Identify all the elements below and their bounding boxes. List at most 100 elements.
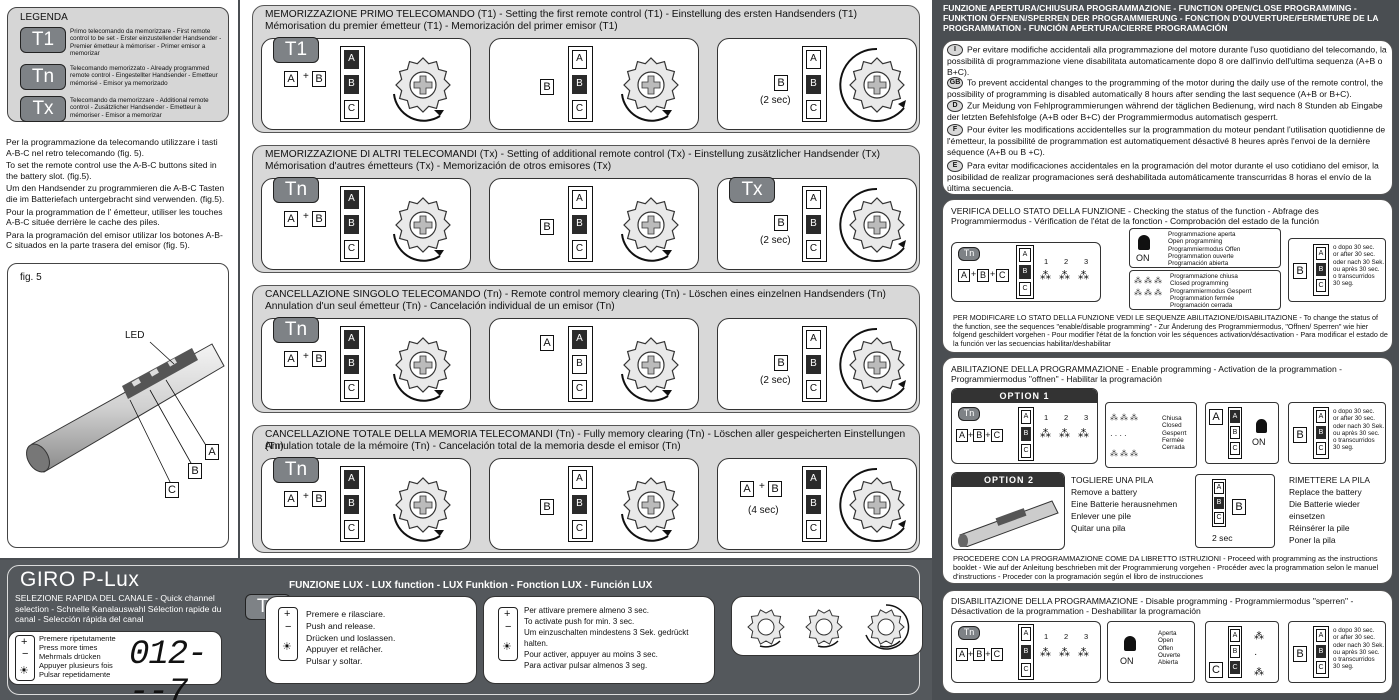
d-a: A — [956, 648, 969, 661]
lang-code-badge: E — [947, 160, 963, 172]
seq-key-b: B — [540, 499, 554, 515]
s2b3-key-c[interactable]: C — [806, 380, 821, 399]
s3b2-key-c[interactable]: C — [572, 520, 587, 539]
blink-2: 2 — [1064, 257, 1069, 266]
plus-sign: + — [759, 481, 765, 492]
seq-key-a: A — [284, 211, 298, 227]
s0b1-key-c[interactable]: C — [344, 100, 359, 119]
s1b2-key-c[interactable]: C — [572, 240, 587, 259]
enable-after-box: B A B C o dopo 30 sec. or after 30 sec. … — [1288, 402, 1386, 464]
verify-closed-box: ⁂⁂⁂⁂⁂⁂ Programmazione chiusa Closed prog… — [1129, 270, 1281, 310]
motor-knob-icon — [839, 187, 906, 262]
seq-key-a: A — [284, 71, 298, 87]
blink-1: 1 — [1044, 257, 1049, 266]
minus-icon: − — [22, 648, 29, 660]
s2b2-key-a[interactable]: A — [572, 330, 587, 349]
disable-diagram: Tn A+B+C A B C 1 2 3 ⁂⁂⁂ — [951, 621, 1101, 683]
s2b2-key-b[interactable]: B — [572, 355, 587, 374]
verify-section: VERIFICA DELLO STATO DELLA FUNZIONE - Ch… — [942, 199, 1393, 353]
s1b1-key-b[interactable]: B — [344, 215, 359, 234]
s2b2-key-c[interactable]: C — [572, 380, 587, 399]
ear-a: A — [1230, 410, 1240, 423]
s3b3-key-b[interactable]: B — [806, 495, 821, 514]
o1r-b: B — [1021, 427, 1031, 441]
dc-key-c: C — [1209, 662, 1223, 678]
s0b3-key-c[interactable]: C — [806, 100, 821, 119]
d-n1: 1 — [1044, 632, 1049, 641]
s3b1-key-c[interactable]: C — [344, 520, 359, 539]
s0b2-key-b[interactable]: B — [572, 75, 587, 94]
o2-key-b: B — [1232, 499, 1246, 515]
s2b3-key-b[interactable]: B — [806, 355, 821, 374]
o1-n2: 2 — [1064, 413, 1069, 422]
legend-tag-tn: Tn — [20, 64, 66, 90]
minus-icon: − — [285, 621, 292, 633]
dis-seq: A+B+C — [956, 648, 1004, 661]
s0b1-key-b[interactable]: B — [344, 75, 359, 94]
s0b3-key-b[interactable]: B — [806, 75, 821, 94]
lang-code-badge: D — [947, 100, 963, 112]
vk-b: B — [977, 269, 990, 282]
lang-text: Para evitar modificaciones accidentales … — [947, 160, 1379, 193]
plus-icon: + — [21, 636, 28, 648]
legend-box: LEGENDA T1 Primo telecomando da memorizz… — [7, 7, 229, 122]
s0b2-key-a[interactable]: A — [572, 50, 587, 69]
lamp-on-icon — [1138, 235, 1150, 250]
replace-battery-text: RIMETTERE LA PILA Replace the battery Di… — [1289, 475, 1370, 545]
s3b1-key-b[interactable]: B — [344, 495, 359, 514]
s3b2-key-b[interactable]: B — [572, 495, 587, 514]
s3b3-key-c[interactable]: C — [806, 520, 821, 539]
hold-duration: (2 sec) — [760, 375, 791, 386]
channel-buttons[interactable]: + − ☀ — [15, 635, 35, 681]
s1b2-key-b[interactable]: B — [572, 215, 587, 234]
ea-remote: A B C — [1228, 407, 1242, 459]
motor-knob-icon — [839, 467, 906, 542]
plus-sign: + — [303, 491, 309, 502]
option-2-box: OPTION 2 — [951, 472, 1065, 550]
plus-icon: + — [504, 608, 511, 620]
ear-c: C — [1230, 442, 1240, 455]
lang-code-badge: I — [947, 44, 963, 56]
s2b1-key-a[interactable]: A — [344, 330, 359, 349]
s1b1-key-a[interactable]: A — [344, 190, 359, 209]
lamp-on-icon — [1124, 636, 1136, 651]
s3b1-key-a[interactable]: A — [344, 470, 359, 489]
vr-b: B — [1019, 265, 1031, 279]
s0b3-key-a[interactable]: A — [806, 50, 821, 69]
giro-quick-select: SELEZIONE RAPIDA DEL CANALE - Quick chan… — [15, 593, 222, 624]
lang-text: To prevent accidental changes to the pro… — [947, 77, 1384, 99]
s1b1-key-c[interactable]: C — [344, 240, 359, 259]
s2b3-key-a[interactable]: A — [806, 330, 821, 349]
seq-key-b: B — [312, 71, 326, 87]
s2b1-key-c[interactable]: C — [344, 380, 359, 399]
motor-knob-icon — [839, 327, 906, 402]
verify-title: VERIFICA DELLO STATO DELLA FUNZIONE - Ch… — [951, 206, 1320, 227]
s0b1-key-a[interactable]: A — [344, 50, 359, 69]
s2b1-key-b[interactable]: B — [344, 355, 359, 374]
s3b3-key-a[interactable]: A — [806, 470, 821, 489]
verify-open-box: ON Programmazione aperta Open programmin… — [1129, 228, 1281, 268]
knob-sequence-icons — [747, 604, 910, 650]
intro-es: Para la programación del emisor utilizar… — [6, 229, 223, 251]
ear2-b: B — [1316, 426, 1326, 439]
s1b3-key-b[interactable]: B — [806, 215, 821, 234]
lang-code-badge: F — [947, 124, 963, 136]
lux-remote-icon-1: + − ☀ — [278, 607, 298, 661]
s1b2-key-a[interactable]: A — [572, 190, 587, 209]
s3b2-key-a[interactable]: A — [572, 470, 587, 489]
o1-n1: 1 — [1044, 413, 1049, 422]
s1b3-key-c[interactable]: C — [806, 240, 821, 259]
s1b3-key-a[interactable]: A — [806, 190, 821, 209]
d-c: C — [990, 648, 1004, 661]
d-n2: 2 — [1064, 632, 1069, 641]
ea-on-label: ON — [1252, 437, 1266, 447]
o1-n3: 3 — [1084, 413, 1089, 422]
dis-remote: A B C — [1018, 624, 1034, 680]
s0b2-key-c[interactable]: C — [572, 100, 587, 119]
